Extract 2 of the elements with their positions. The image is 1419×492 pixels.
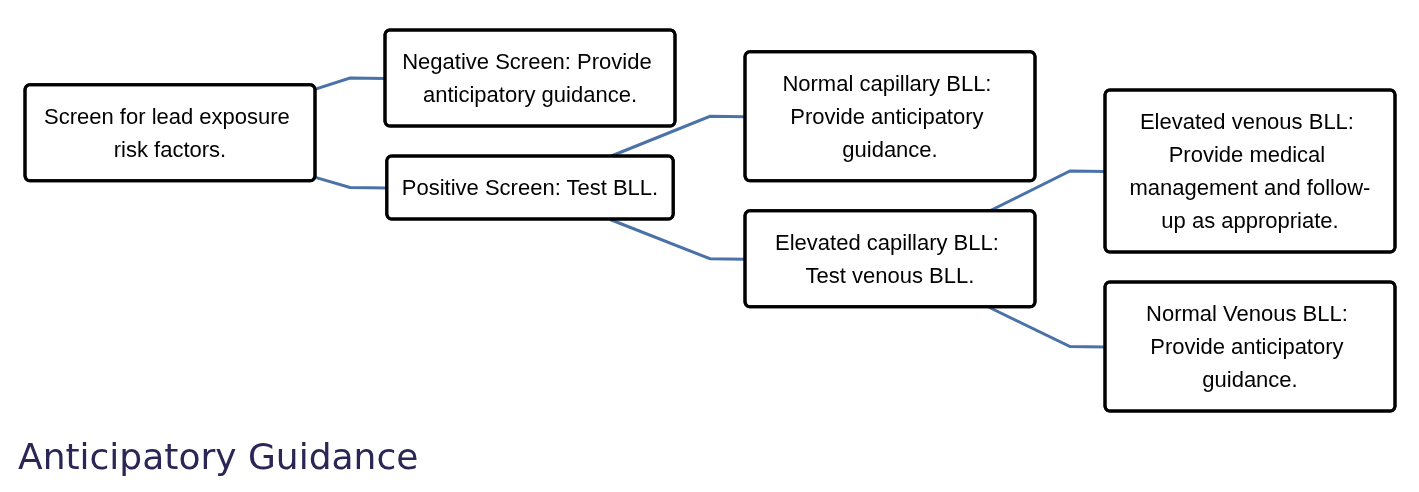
diagram-title: Anticipatory Guidance <box>18 436 419 477</box>
connector <box>314 175 387 189</box>
